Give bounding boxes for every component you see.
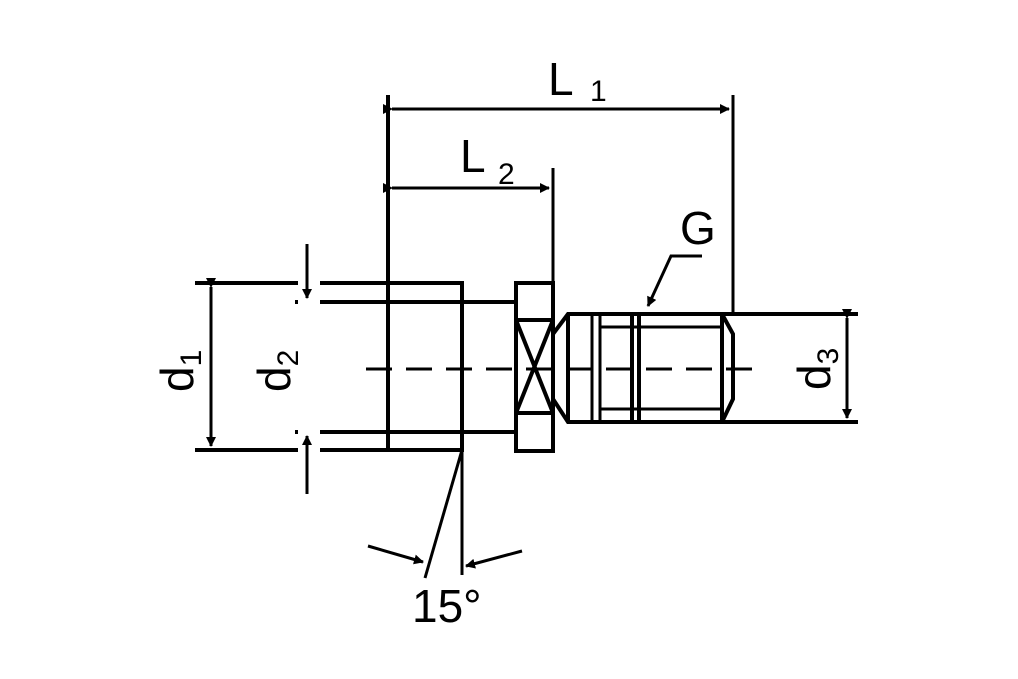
d3-label: d3 bbox=[788, 348, 845, 390]
dimension-d2: d2 bbox=[248, 244, 312, 494]
hex-flange bbox=[514, 281, 555, 453]
angle-dimension: 15° bbox=[367, 449, 523, 632]
g-label: G bbox=[680, 202, 716, 254]
dimension-d3: d3 bbox=[788, 309, 852, 419]
thread-chamfer bbox=[720, 313, 735, 423]
d2-label: d2 bbox=[248, 350, 305, 392]
angle-extension-slanted bbox=[423, 449, 464, 579]
flange-cross-b bbox=[514, 319, 555, 414]
l1-subscript: 1 bbox=[590, 75, 607, 108]
l2-subscript: 2 bbox=[498, 158, 515, 191]
l1-label: L bbox=[548, 53, 574, 105]
dimension-l1: L 1 bbox=[383, 53, 735, 314]
g-leader-line bbox=[646, 254, 702, 307]
angle-arrow-right bbox=[465, 549, 523, 569]
angle-arrow-left bbox=[367, 544, 424, 565]
dimension-d1: d1 bbox=[151, 278, 216, 447]
d1-label: d1 bbox=[151, 350, 208, 392]
collar-outline bbox=[195, 281, 464, 452]
angle-label: 15° bbox=[412, 580, 482, 632]
l2-label: L bbox=[460, 130, 486, 182]
dimension-l2: L 2 bbox=[383, 130, 555, 283]
part-outline bbox=[195, 95, 858, 458]
thread-callout-g: G bbox=[646, 202, 716, 307]
